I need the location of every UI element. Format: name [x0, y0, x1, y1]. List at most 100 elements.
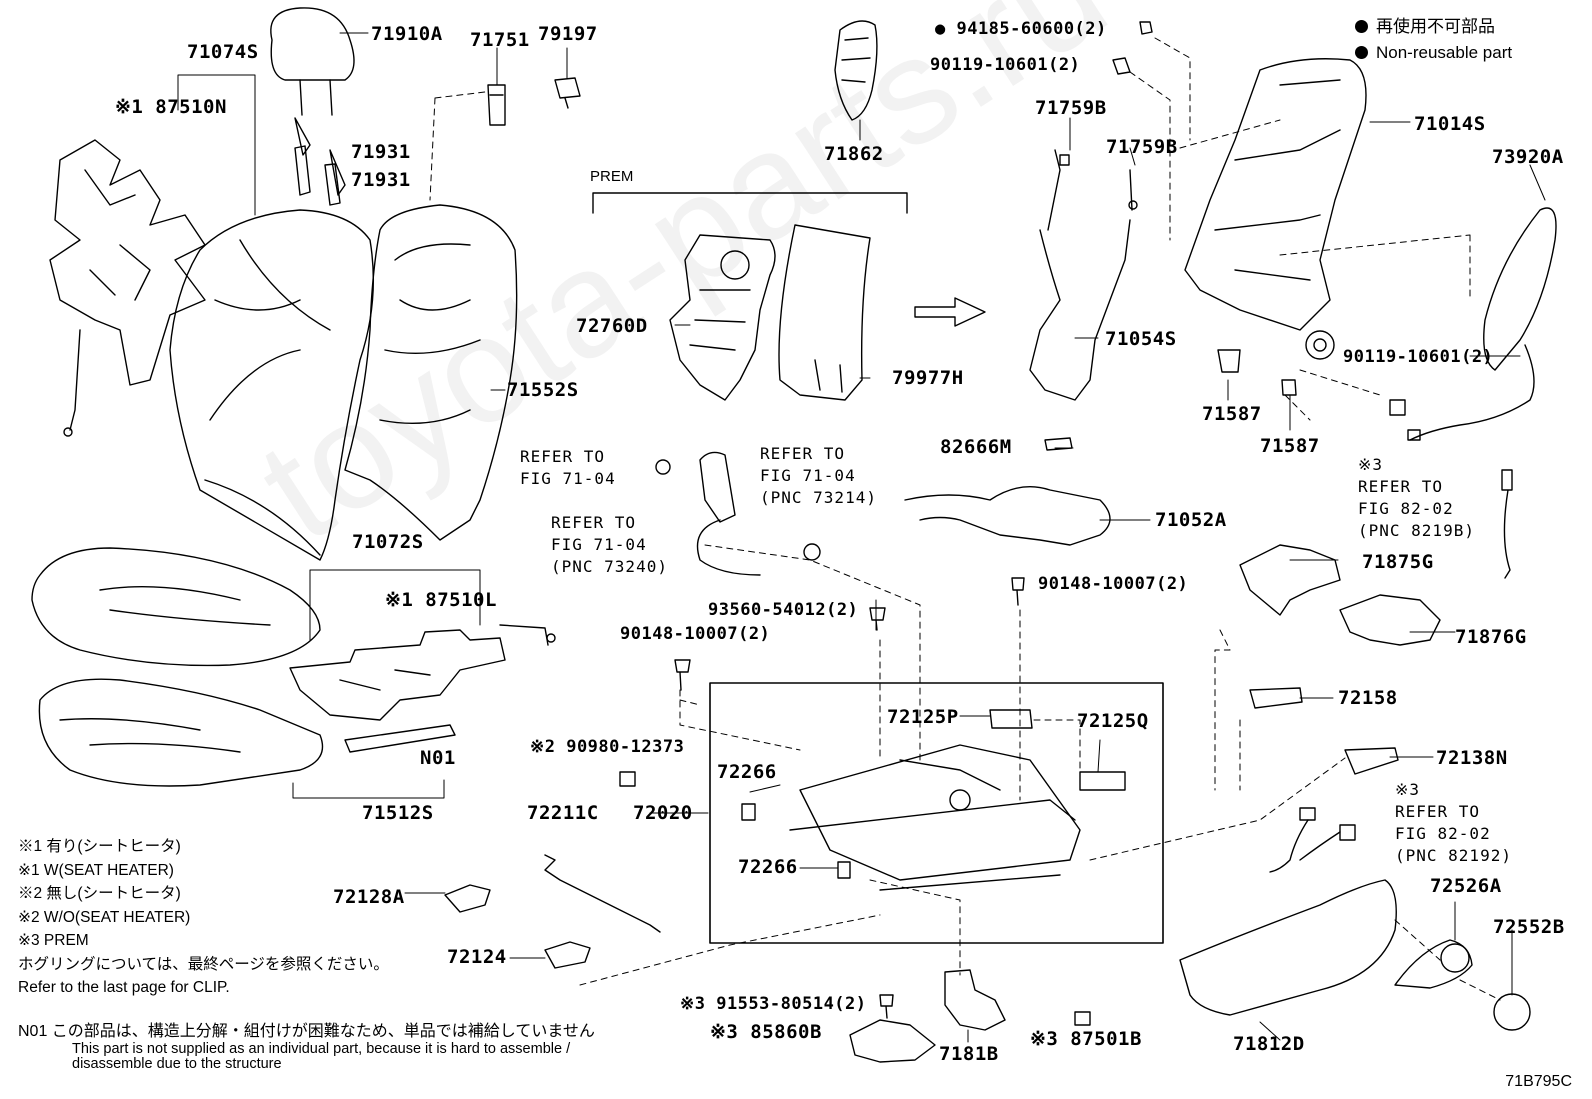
part-label-72125P[interactable]: 72125P [887, 706, 959, 728]
part-label-71862[interactable]: 71862 [824, 143, 884, 165]
part-label-90119-10601-lower[interactable]: 90119-10601(2) [1343, 347, 1494, 367]
part-label-79197[interactable]: 79197 [538, 23, 598, 45]
part-label-71876G[interactable]: 71876G [1455, 626, 1527, 648]
n01-note-en-line2: disassemble due to the structure [72, 1056, 282, 1072]
side-airbag [1483, 207, 1557, 371]
reference-fig-82-02-b[interactable]: ※3 REFER TO FIG 82-02 (PNC 82192) [1395, 780, 1512, 865]
adjuster-7181B [944, 969, 1006, 1031]
side-shield [1179, 879, 1397, 1016]
part-label-71910A[interactable]: 71910A [371, 23, 443, 45]
part-label-79977H[interactable]: 79977H [892, 367, 964, 389]
heater-mat-cushion [289, 629, 506, 721]
part-label-72266-upper[interactable]: 72266 [717, 761, 777, 783]
reference-fig-71-04-a[interactable]: REFER TO FIG 71-04 [520, 447, 616, 488]
part-label-72138N[interactable]: 72138N [1436, 747, 1508, 769]
part-label-72552B[interactable]: 72552B [1493, 916, 1565, 938]
part-label-71074S[interactable]: 71074S [187, 41, 259, 63]
part-label-91553-80514[interactable]: ※3 91553-80514(2) [680, 994, 867, 1014]
footnote: ※2 W/O(SEAT HEATER) [18, 908, 191, 926]
back-pad [778, 224, 871, 401]
part-label-71052A[interactable]: 71052A [1155, 509, 1227, 531]
part-label-72125Q[interactable]: 72125Q [1077, 710, 1149, 732]
part-label-N01[interactable]: N01 [420, 747, 456, 769]
seat-back-cushion [169, 209, 375, 561]
part-label-90980-12373[interactable]: ※2 90980-12373 [530, 737, 685, 757]
part-label-71931-lower[interactable]: 71931 [351, 169, 411, 191]
part-label-72128A[interactable]: 72128A [333, 886, 405, 908]
part-label-90119-10601-top[interactable]: 90119-10601(2) [930, 55, 1081, 75]
part-label-71552S[interactable]: 71552S [507, 379, 579, 401]
prem-label: PREM [590, 168, 634, 185]
legend-jp: 再使用不可部品 [1376, 17, 1495, 36]
heater-mat-back [49, 139, 206, 386]
part-label-71875G[interactable]: 71875G [1362, 551, 1434, 573]
part-label-71512S[interactable]: 71512S [362, 802, 434, 824]
n01-note-en-line1: This part is not supplied as an individu… [72, 1041, 571, 1057]
part-label-87510L[interactable]: ※1 87510L [385, 589, 497, 611]
part-label-71759B-right[interactable]: 71759B [1106, 136, 1178, 158]
part-label-72211C[interactable]: 72211C [527, 802, 599, 824]
part-label-87510N[interactable]: ※1 87510N [115, 96, 227, 118]
part-label-72124[interactable]: 72124 [447, 946, 507, 968]
part-label-73920A[interactable]: 73920A [1492, 146, 1564, 168]
lever-rod [544, 854, 661, 933]
reference-fig-82-02-a[interactable]: ※3 REFER TO FIG 82-02 (PNC 8219B) [1358, 455, 1475, 540]
part-label-82666M[interactable]: 82666M [940, 436, 1012, 458]
footnotes: ※1 有り(シートヒータ) ※1 W(SEAT HEATER) ※2 無し(シー… [18, 835, 389, 1000]
reference-fig-71-04-c[interactable]: REFER TO FIG 71-04 (PNC 73240) [551, 513, 668, 576]
headrest [270, 7, 355, 81]
n01-note-en: This part is not supplied as an individu… [72, 1042, 570, 1072]
part-label-71751[interactable]: 71751 [470, 29, 530, 51]
legend: 再使用不可部品 Non-reusable part [1355, 14, 1512, 66]
trim-72138N [1344, 747, 1399, 775]
bullet-icon [1355, 46, 1368, 59]
part-label-71759B-left[interactable]: 71759B [1035, 97, 1107, 119]
part-label-72526A[interactable]: 72526A [1430, 875, 1502, 897]
part-label-71812D[interactable]: 71812D [1233, 1033, 1305, 1055]
footnote: ※1 W(SEAT HEATER) [18, 861, 174, 879]
inner-cover [1239, 544, 1341, 616]
trim-72158 [1249, 687, 1303, 709]
footnote: Refer to the last page for CLIP. [18, 979, 230, 996]
seat-track-frame [709, 682, 1164, 944]
part-label-71072S[interactable]: 71072S [352, 531, 424, 553]
footnote: ホグリングについては、最終ページを参照ください。 [18, 955, 389, 973]
lumbar-frame [669, 234, 776, 401]
part-label-85860B[interactable]: ※3 85860B [710, 1021, 822, 1043]
back-side-frame [1029, 219, 1131, 401]
part-label-71054S[interactable]: 71054S [1105, 328, 1177, 350]
reference-fig-71-04-b[interactable]: REFER TO FIG 71-04 (PNC 73214) [760, 444, 877, 507]
seat-back-cover [344, 204, 518, 541]
footnote: ※3 PREM [18, 932, 89, 949]
footnote: ※1 有り(シートヒータ) [18, 838, 181, 855]
part-label-71931-upper[interactable]: 71931 [351, 141, 411, 163]
part-label-93560-54012[interactable]: 93560-54012(2) [708, 600, 859, 620]
back-frame [1184, 58, 1367, 331]
part-label-72020[interactable]: 72020 [633, 802, 693, 824]
bullet-icon [1355, 20, 1368, 33]
bracket-72124 [544, 941, 591, 969]
back-board-cover [834, 20, 878, 121]
part-label-71014S[interactable]: 71014S [1414, 113, 1486, 135]
recliner-knob [1394, 939, 1473, 989]
part-label-71587-right[interactable]: 71587 [1260, 435, 1320, 457]
footnote: ※2 無し(シートヒータ) [18, 885, 181, 902]
inner-shield [1339, 594, 1441, 646]
n01-note-jp: N01 この部品は、構造上分解・組付けが困難なため、単品では補給していません [18, 1023, 595, 1040]
figure-id: 71B795C [1505, 1073, 1572, 1090]
part-label-72158[interactable]: 72158 [1338, 687, 1398, 709]
seat-belt-buckle [699, 451, 736, 523]
part-label-72266-lower[interactable]: 72266 [738, 856, 798, 878]
part-label-7181B[interactable]: 7181B [939, 1043, 999, 1065]
part-label-90148-10007-right[interactable]: 90148-10007(2) [1038, 574, 1189, 594]
seat-cushion-pad [38, 678, 324, 787]
part-label-71587-left[interactable]: 71587 [1202, 403, 1262, 425]
part-label-87501B[interactable]: ※3 87501B [1030, 1028, 1142, 1050]
bracket-72128A [444, 884, 491, 913]
clip-87501B [1074, 1011, 1091, 1026]
part-label-72760D[interactable]: 72760D [576, 315, 648, 337]
part-label-90148-10007-left[interactable]: 90148-10007(2) [620, 624, 771, 644]
part-label-94185-60600[interactable]: ● 94185-60600(2) [935, 19, 1107, 39]
